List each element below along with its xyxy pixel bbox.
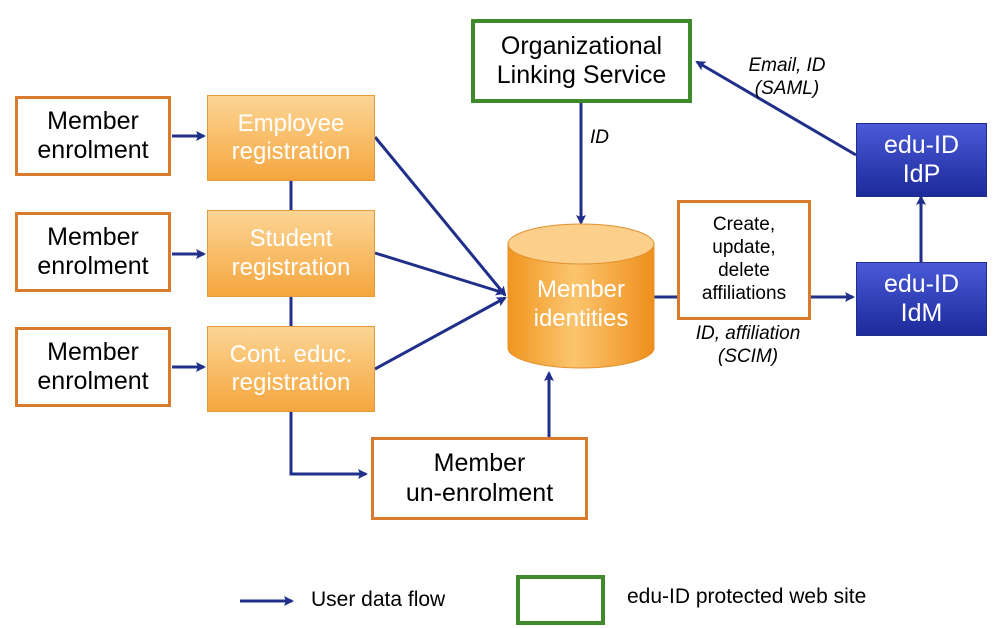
label-id: ID: [590, 127, 609, 148]
identities-line2: identities: [533, 304, 629, 332]
arrow-idp-ols: [695, 60, 857, 157]
registration-connector-line: [289, 181, 366, 474]
legend-flow-label: User data flow: [311, 588, 446, 611]
arrow-employee-identities: [373, 136, 507, 297]
label-scim: (SCIM): [717, 345, 779, 367]
cont-educ-registration-box: Cont. educ.registration: [207, 326, 375, 412]
affil-line1: Create,: [712, 214, 776, 236]
legend-protected-label: edu-ID protected web site: [627, 585, 867, 608]
arrow-student-identities: [374, 251, 506, 296]
affiliations-box: Create, update, delete affiliations: [677, 200, 811, 320]
conted-reg-line1: Cont. educ.: [229, 340, 353, 368]
ols-line1: Organizational: [500, 31, 663, 60]
label-id-affiliation: ID, affiliation: [695, 323, 801, 344]
affil-line2: update,: [712, 237, 776, 259]
idp-line2: IdP: [902, 160, 941, 188]
affil-line4: affiliations: [701, 282, 787, 304]
ols-line2: Linking Service: [496, 61, 667, 89]
member-identities-database: [507, 223, 655, 369]
enrolment-3-line2: enrolment: [37, 367, 149, 395]
idm-line2: IdM: [900, 299, 943, 327]
unenrolment-line2: un-enrolment: [405, 478, 554, 507]
arrow-conted-identities: [374, 296, 507, 371]
label-saml: (SAML): [754, 77, 820, 99]
enrolment-1-line2: enrolment: [37, 136, 149, 164]
enrolment-2-line2: enrolment: [37, 252, 149, 280]
label-email-id: Email, ID: [748, 55, 826, 76]
conted-reg-line2: registration: [231, 369, 351, 396]
employee-reg-line2: registration: [231, 138, 351, 165]
enrolment-1-line1: Member: [47, 106, 139, 135]
enrolment-2-line1: Member: [47, 222, 139, 251]
enrolment-3-line1: Member: [47, 337, 139, 366]
legend-protected-box: [516, 575, 605, 625]
unenrolment-line1: Member: [433, 449, 526, 477]
student-reg-line2: registration: [231, 253, 351, 281]
student-reg-line1: Student: [249, 225, 333, 253]
affil-line3: delete: [718, 260, 770, 281]
employee-reg-line1: Employee: [237, 109, 345, 137]
label-email-id-saml: Email, ID (SAML): [737, 55, 837, 101]
idm-line1: edu-ID: [883, 269, 960, 298]
identities-line1: Member: [536, 276, 626, 303]
member-identities-label: Member identities: [508, 276, 654, 334]
label-id-affiliation-scim: ID, affiliation (SCIM): [668, 323, 828, 369]
idp-line1: edu-ID: [883, 130, 960, 159]
